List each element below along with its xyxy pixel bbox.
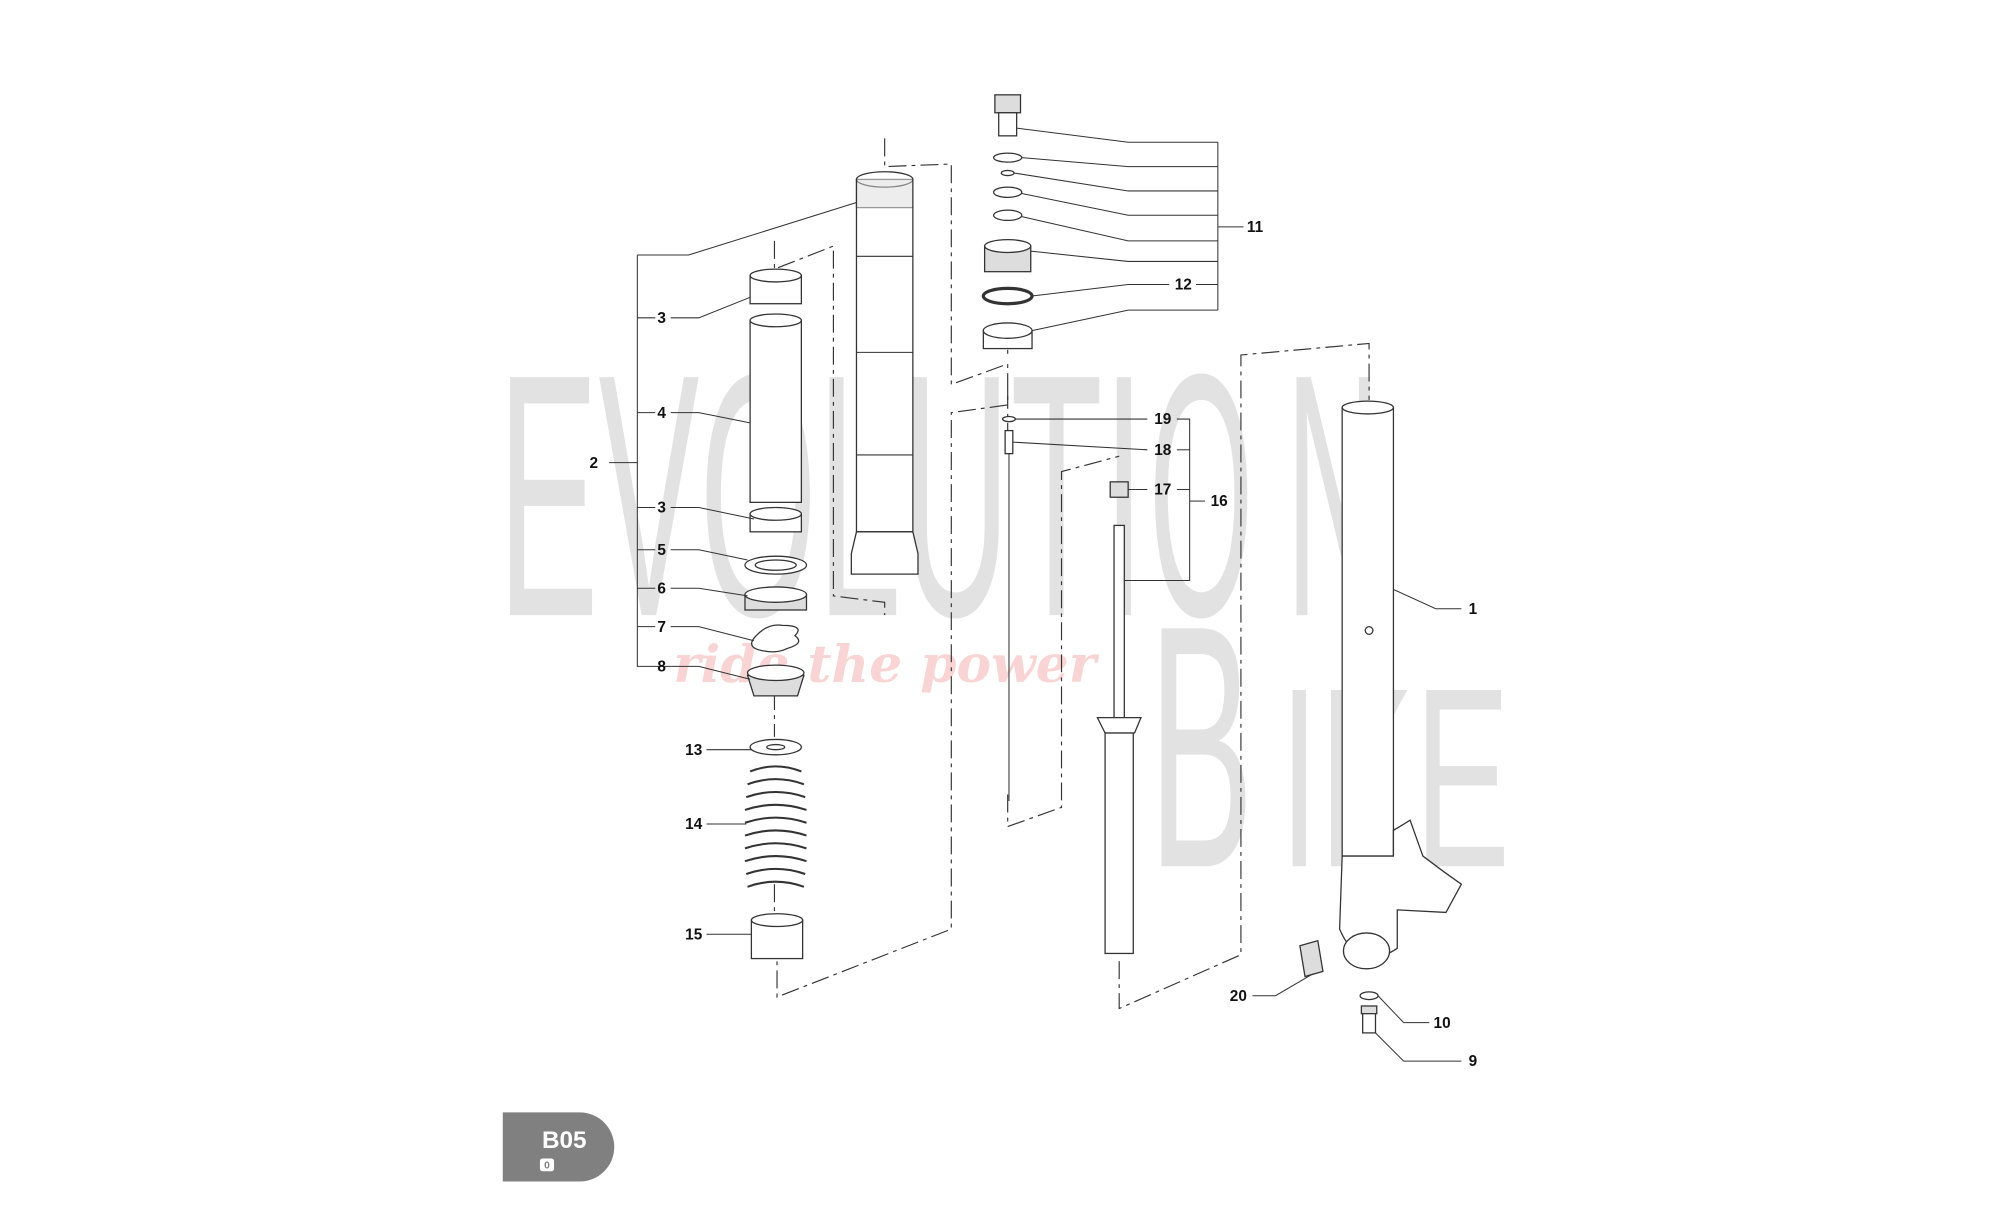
svg-text:B: B: [1149, 554, 1254, 940]
outer-tube: [850, 171, 919, 575]
callout-12: 12: [1175, 277, 1192, 294]
callout-16: 16: [1211, 493, 1228, 510]
svg-text:ride the power: ride the power: [673, 635, 1100, 695]
callout-14: 14: [685, 816, 703, 833]
callout-8: 8: [657, 659, 666, 676]
callout-19: 19: [1154, 411, 1171, 428]
page-badge: B05 0: [502, 1112, 615, 1182]
callout-6: 6: [657, 580, 666, 597]
callout-4: 4: [657, 405, 666, 422]
callouts: 2 3 4 3 5 6 7 8 13 14 15 11 12 19 18 17 …: [589, 219, 1477, 1070]
left-parts: [744, 268, 808, 960]
leader-lines: [609, 127, 1462, 1062]
callout-20: 20: [1230, 988, 1247, 1005]
fork-leg: [1299, 400, 1463, 1034]
callout-2: 2: [589, 455, 598, 472]
callout-13: 13: [685, 742, 702, 759]
callout-18: 18: [1154, 442, 1172, 459]
callout-11: 11: [1247, 219, 1264, 236]
callout-3: 3: [657, 500, 666, 517]
svg-text:O: O: [1149, 303, 1254, 689]
callout-5: 5: [657, 542, 666, 559]
badge-code: B05: [542, 1127, 587, 1154]
svg-text:EVOLUTI: EVOLUTI: [498, 303, 1145, 689]
callout-7: 7: [657, 619, 666, 636]
spring: [744, 765, 807, 888]
callout-3: 3: [657, 310, 666, 327]
callout-15: 15: [685, 926, 703, 943]
top-cap-parts: [981, 94, 1034, 350]
badge-revision: 0: [544, 1161, 550, 1172]
callout-10: 10: [1434, 1015, 1451, 1032]
callout-9: 9: [1469, 1053, 1478, 1070]
callout-17: 17: [1154, 482, 1171, 499]
callout-1: 1: [1469, 601, 1478, 618]
cartridge: [1001, 415, 1142, 955]
